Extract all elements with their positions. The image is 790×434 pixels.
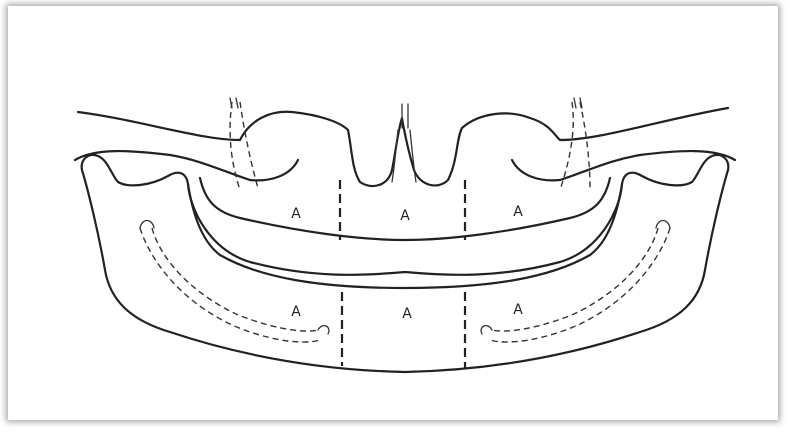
mandible-inner-arch: [188, 184, 622, 275]
label-lower-right: A: [513, 302, 523, 318]
label-lower-middle: A: [402, 306, 412, 322]
mental-foramen-left: [318, 326, 329, 334]
mandibular-canal-left: [140, 228, 320, 342]
mandibular-canal-right-top: [656, 221, 670, 229]
label-lower-left: A: [291, 304, 301, 320]
pterygoid-left-mark: [230, 98, 238, 108]
label-upper-right: A: [513, 204, 523, 220]
pterygoid-right-dashes: [560, 102, 590, 190]
mandible-outline: [82, 155, 729, 372]
upper-contour: [78, 108, 728, 186]
nasal-septum-left: [392, 130, 398, 182]
mental-foramen-right: [481, 326, 492, 334]
mandibular-canal-left-top: [140, 221, 154, 229]
label-upper-left: A: [291, 206, 301, 222]
label-upper-middle: A: [400, 208, 410, 224]
mandibular-canal-right: [490, 228, 670, 342]
